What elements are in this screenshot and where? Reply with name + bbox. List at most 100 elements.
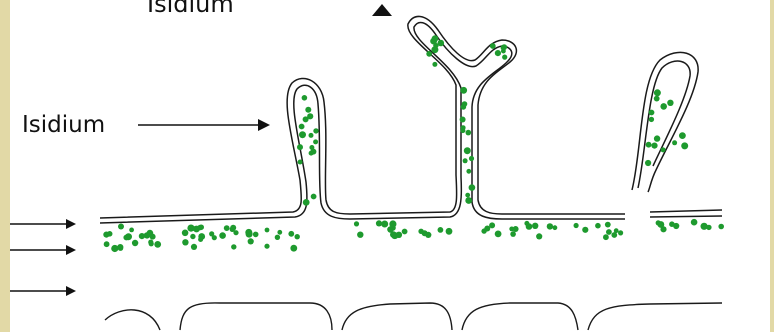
algal-cell	[611, 232, 617, 238]
algal-cell	[219, 232, 226, 239]
algal-cell	[402, 229, 408, 235]
algal-cell	[595, 223, 601, 229]
algal-cell	[465, 197, 472, 204]
algal-cell	[502, 55, 507, 60]
algal-cell	[547, 223, 553, 229]
isidium-label: Isidium	[22, 112, 105, 138]
algal-cell	[654, 96, 660, 102]
algal-cell	[246, 231, 253, 238]
algal-cell	[311, 194, 317, 200]
algal-cell	[104, 241, 110, 247]
algal-cell	[422, 230, 428, 236]
top-arrow-head	[372, 4, 392, 16]
detached-isidium-outer	[632, 52, 698, 192]
cortex-fragment-inner	[650, 216, 722, 217]
algal-cell	[651, 143, 657, 149]
algal-cell	[248, 238, 254, 244]
algal-cell	[501, 49, 506, 54]
algal-cell	[526, 223, 533, 230]
algal-cell	[290, 245, 297, 252]
algal-cell	[299, 131, 306, 138]
algal-cell	[275, 235, 280, 240]
algal-cell	[718, 224, 724, 230]
algal-cell	[461, 125, 466, 130]
algal-cell	[426, 51, 432, 57]
layer-arrows	[10, 219, 76, 296]
algal-cell	[706, 225, 711, 230]
algal-cell	[389, 220, 396, 227]
algal-cell	[305, 107, 311, 113]
algal-cell	[231, 244, 236, 249]
algal-cell	[357, 232, 363, 238]
algal-cell	[154, 241, 161, 248]
algal-cell	[302, 95, 308, 101]
algal-cell	[553, 225, 558, 230]
algal-cell	[182, 230, 189, 237]
algal-cell	[111, 245, 118, 252]
algal-cell	[536, 233, 542, 239]
algal-cell	[288, 231, 294, 237]
algal-cell	[253, 232, 259, 238]
algal-cell	[646, 142, 652, 148]
algal-cell	[645, 160, 651, 166]
algal-cell	[303, 199, 310, 206]
medulla-outline	[105, 303, 722, 330]
algal-cell	[463, 158, 468, 163]
algal-cell	[574, 223, 579, 228]
diagram-panel: Isidium Isidium	[10, 0, 770, 332]
algal-cell	[461, 104, 467, 110]
algal-cell	[309, 145, 314, 150]
algal-cell	[381, 221, 388, 228]
algal-cell	[390, 231, 397, 238]
algal-cell	[495, 231, 502, 238]
algal-cell	[667, 100, 673, 106]
cortex-outline	[100, 16, 722, 223]
algal-cell	[495, 50, 501, 56]
algal-cell	[510, 231, 516, 237]
algal-cell	[197, 225, 203, 231]
algal-cell	[190, 234, 195, 239]
algal-cell	[660, 103, 667, 110]
detached-isidium-inner	[638, 61, 690, 188]
algal-cell	[658, 221, 665, 228]
algal-cell	[532, 223, 538, 229]
algal-cell	[490, 43, 496, 49]
algal-cell	[265, 228, 270, 233]
algal-cell	[191, 244, 197, 250]
algal-cell	[209, 231, 214, 236]
algal-cell	[489, 222, 495, 228]
algal-cell	[307, 113, 313, 119]
lichen-isidium-diagram: Isidium Isidium	[10, 0, 770, 332]
algal-cell	[649, 117, 654, 122]
top-isidium-label: Isidium	[147, 0, 234, 18]
algal-cell	[295, 234, 300, 239]
algal-cell	[618, 230, 623, 235]
cortex-inner-line	[100, 22, 625, 223]
algal-cell	[182, 239, 188, 245]
algal-cell	[460, 87, 467, 94]
algal-cell	[147, 230, 154, 237]
algal-cell	[354, 221, 359, 226]
algal-cell	[313, 139, 318, 144]
algal-cell	[224, 225, 230, 231]
algal-cell	[149, 241, 154, 246]
algal-cell	[464, 147, 471, 154]
algal-cell	[661, 147, 666, 152]
algal-cell	[309, 151, 314, 156]
algal-cell	[649, 110, 655, 116]
algal-cell	[606, 229, 612, 235]
algal-cell	[603, 234, 609, 240]
algal-cell	[681, 142, 688, 149]
algal-cell	[432, 35, 439, 42]
algal-cell	[309, 133, 314, 138]
algal-cell	[433, 43, 438, 48]
algal-cell	[299, 124, 305, 130]
algal-cell	[673, 223, 679, 229]
algal-cell	[118, 246, 123, 251]
algal-cell	[481, 228, 486, 233]
algal-cell	[129, 228, 134, 233]
algal-cell	[264, 244, 269, 249]
algal-cell	[469, 184, 476, 191]
algal-cell	[460, 117, 466, 123]
